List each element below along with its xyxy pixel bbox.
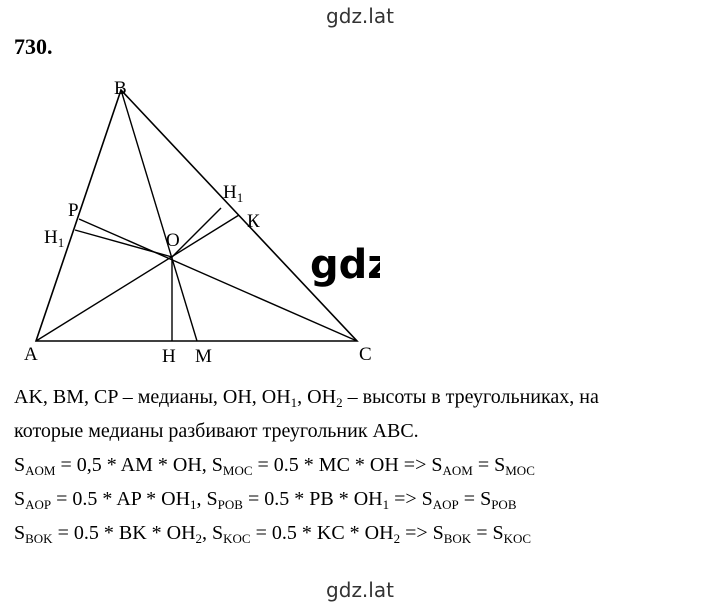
label-o: O	[166, 230, 180, 251]
label-m: M	[195, 346, 212, 367]
label-k: К	[247, 211, 260, 232]
solution-text: AK, BM, CP – медианы, OH, OH1, OH2 – выс…	[14, 380, 714, 550]
median-bm	[120, 89, 198, 342]
text-line-1: AK, BM, CP – медианы, OH, OH1, OH2 – выс…	[14, 386, 599, 410]
text-line-3: SAOM = 0,5 * AM * OH, SMOC = 0.5 * MC * …	[14, 454, 535, 478]
watermark-top: gdz.lat	[326, 4, 394, 28]
height-oh1-right	[171, 207, 222, 258]
triangle-abc	[34, 88, 359, 342]
label-h1-right: H1	[223, 182, 243, 205]
triangle-figure: B P H1 O H1 К A H M C gdz.lat	[24, 78, 380, 367]
median-ak	[35, 214, 240, 342]
text-line-4: SAOP = 0.5 * AP * OH1, SPOB = 0.5 * PB *…	[14, 488, 517, 512]
text-line-5: SBOK = 0.5 * BK * OH2, SKOC = 0.5 * KC *…	[14, 522, 532, 546]
label-c: C	[359, 344, 372, 365]
label-p: P	[68, 200, 79, 221]
problem-number: 730.	[14, 34, 53, 59]
height-oh1-left	[74, 229, 173, 258]
label-h: H	[162, 346, 176, 367]
label-a: A	[24, 344, 38, 365]
watermark-bottom: gdz.lat	[326, 578, 394, 602]
text-line-2: которые медианы разбивают треугольник AB…	[14, 420, 419, 442]
label-h1-left: H1	[44, 227, 64, 250]
median-cp	[78, 218, 358, 342]
label-b: B	[114, 78, 127, 99]
watermark-middle: gdz.lat	[310, 242, 380, 288]
